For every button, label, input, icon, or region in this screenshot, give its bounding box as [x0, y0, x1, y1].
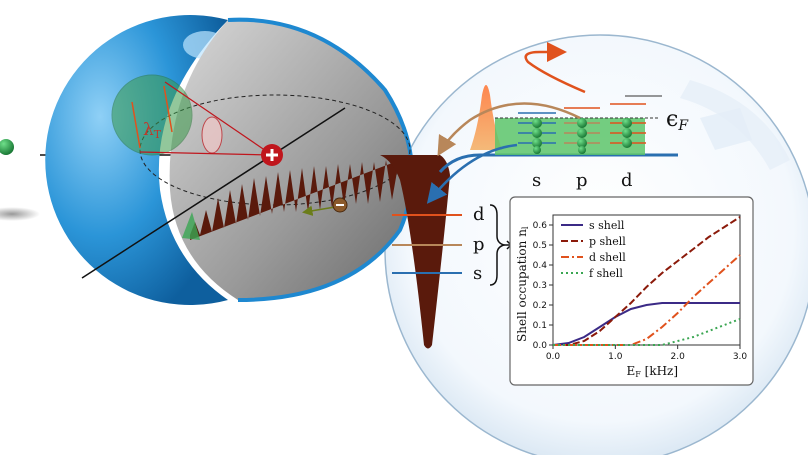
level-label-p: p: [473, 234, 485, 255]
y-tick-label: 0.0: [533, 341, 548, 351]
y-tick-label: 0.2: [533, 301, 547, 311]
series-line-p-shell: [553, 216, 741, 346]
transfer-arrow: [437, 102, 581, 157]
cone-line: [139, 151, 273, 156]
blue-sphere: [45, 14, 228, 305]
legend-label: d shell: [589, 251, 626, 264]
y-tick-label: 0.6: [533, 221, 548, 231]
shell-col-d: d: [621, 170, 633, 191]
legend-label: s shell: [589, 219, 625, 232]
thermal-wavelength-sphere: [111, 74, 193, 156]
plus-icon: [266, 149, 278, 161]
legend-label: f shell: [589, 267, 623, 280]
series-line-s-shell: [552, 302, 740, 346]
excitation-arrow: [524, 42, 586, 94]
occupation-chart: 0.0 1.0 2.0 3.0 0.0 0.1 0.2 0.3 0.4 0.5 0.6 EF [kHz…: [515, 214, 748, 379]
y-axis-label: Shell occupation nl: [515, 226, 530, 342]
atom-sphere: [0, 139, 14, 155]
sphere-cut-face: [169, 19, 412, 300]
cone-cap: [201, 116, 223, 154]
series-line-d-shell: [553, 254, 741, 346]
electron-path: [302, 205, 336, 216]
bubble-reflection-2: [700, 108, 752, 150]
legend-label: p shell: [589, 235, 626, 248]
potential-curve: [438, 153, 678, 174]
shell-col-s: s: [532, 170, 541, 191]
y-tick-label: 0.5: [533, 241, 547, 251]
series-line-f-shell: [553, 318, 741, 346]
x-tick-label: 1.0: [608, 352, 623, 362]
green-well: [182, 212, 200, 240]
diagonal-axis: [81, 107, 346, 279]
fermi-sea-box: [495, 118, 645, 155]
level-label-s: s: [473, 263, 482, 284]
wavelength-marker: [163, 85, 173, 133]
wavelength-marker: [131, 101, 141, 149]
x-tick-label: 3.0: [733, 352, 748, 362]
shell-col-p: p: [576, 170, 588, 191]
lambda-label: λT: [143, 120, 162, 141]
y-tick-label: 0.3: [533, 281, 547, 291]
relaxation-arrow: [426, 143, 518, 204]
fermi-label: ϵF: [666, 107, 689, 134]
x-axis-label: EF [kHz]: [627, 364, 679, 379]
thermal-distribution: [470, 85, 502, 150]
y-tick-label: 0.1: [533, 321, 547, 331]
x-tick-label: 2.0: [671, 352, 686, 362]
cone-line: [164, 81, 273, 156]
level-label-d: d: [473, 204, 485, 225]
plot-frame: [552, 214, 741, 346]
lattice-potential: [190, 155, 400, 240]
shadow: [0, 207, 40, 221]
x-tick-label: 0.0: [546, 352, 561, 362]
occupying-atoms: [532, 118, 632, 154]
y-tick-label: 0.4: [533, 261, 548, 271]
